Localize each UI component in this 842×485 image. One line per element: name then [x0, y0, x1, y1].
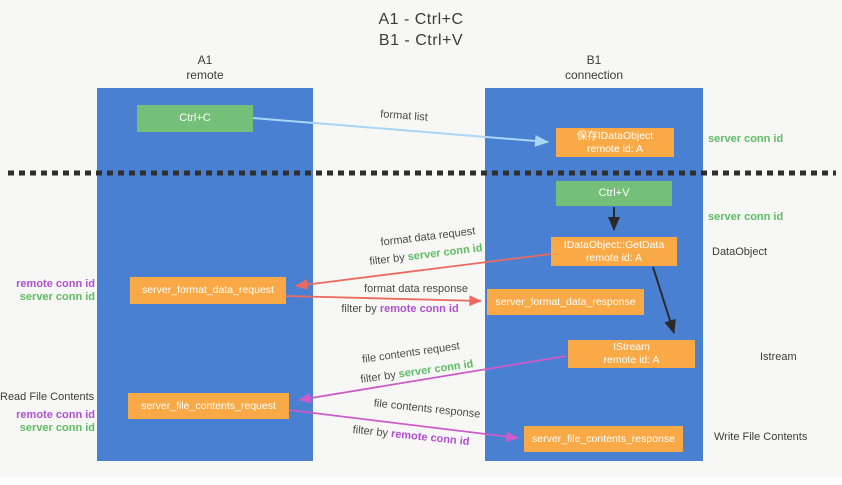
node-server-format-data-request: server_format_data_request	[130, 277, 286, 304]
node-server-file-contents-response-label: server_file_contents_response	[531, 432, 675, 445]
node-idataobject-getdata-line2: remote id: A	[585, 251, 643, 264]
title-line-2: B1 - Ctrl+V	[378, 32, 464, 49]
side-label-read-file-contents: Read File Contents	[0, 391, 95, 403]
remote-conn-id-label: remote conn id	[16, 278, 95, 290]
column-a1-title: A1	[197, 53, 213, 67]
node-save-idataobject-line2: remote id: A	[586, 142, 644, 155]
server-conn-id-text: server conn id	[407, 242, 484, 264]
node-server-file-contents-response: server_file_contents_response	[524, 426, 683, 452]
node-ctrl-c: Ctrl+C	[137, 105, 253, 132]
node-server-file-contents-request-label: server_file_contents_request	[141, 399, 276, 412]
diagram-title: A1 - Ctrl+C B1 - Ctrl+V	[0, 9, 842, 51]
format-data-response-arrow	[285, 295, 482, 307]
edge-label-format-data-response: format data response	[364, 283, 468, 295]
node-server-format-data-response: server_format_data_response	[487, 289, 644, 315]
filter-by-text: filter by	[341, 303, 377, 315]
node-ctrl-v: Ctrl+V	[556, 181, 672, 206]
node-server-file-contents-request: server_file_contents_request	[128, 393, 289, 419]
side-label-write-file-contents: Write File Contents	[714, 431, 808, 443]
side-label-istream: Istream	[760, 351, 797, 363]
server-conn-id-label: server conn id	[19, 291, 95, 303]
edge-label-file-contents-response: file contents response	[373, 397, 481, 421]
bottom-strip	[0, 477, 842, 485]
side-label-server-conn-id-mid: server conn id	[708, 211, 784, 223]
column-b1-subtitle: connection	[564, 68, 624, 82]
filter-by-text: filter by	[359, 369, 397, 386]
filter-by-text: filter by	[368, 251, 406, 268]
server-conn-id-label: server conn id	[19, 422, 95, 434]
column-b1-title: B1	[586, 53, 602, 67]
left-conn-id-pair-file: remote conn id server conn id	[0, 409, 95, 435]
node-ctrl-v-label: Ctrl+V	[598, 187, 630, 199]
side-label-dataobject: DataObject	[712, 246, 768, 258]
node-istream-line1: IStream	[613, 341, 650, 353]
server-conn-id-text: server conn id	[397, 358, 475, 381]
remote-conn-id-text: remote conn id	[390, 427, 471, 449]
left-conn-id-pair-format: remote conn id server conn id	[0, 278, 95, 304]
edge-label-filter-file-response: filter by remote conn id	[341, 423, 482, 451]
node-save-idataobject-line1: 保存IDataObject	[576, 129, 654, 142]
node-save-idataobject: 保存IDataObject remote id: A	[556, 128, 674, 157]
column-b1-header: B1 connection	[485, 53, 703, 83]
column-a1-subtitle: remote	[186, 68, 224, 82]
edge-label-filter-format-response: filter by remote conn id	[330, 303, 470, 316]
node-server-format-data-request-label: server_format_data_request	[142, 284, 274, 296]
side-label-server-conn-id-top: server conn id	[708, 133, 784, 145]
node-istream: IStream remote id: A	[568, 340, 695, 368]
filter-by-text: filter by	[352, 423, 389, 440]
column-a1-header: A1 remote	[97, 53, 313, 83]
remote-conn-id-text: remote conn id	[379, 303, 459, 315]
node-idataobject-getdata: IDataObject::GetData remote id: A	[551, 237, 677, 266]
node-server-format-data-response-label: server_format_data_response	[495, 295, 636, 308]
node-idataobject-getdata-line1: IDataObject::GetData	[563, 238, 665, 251]
remote-conn-id-label: remote conn id	[16, 409, 95, 421]
node-istream-line2: remote id: A	[603, 354, 660, 366]
title-line-1: A1 - Ctrl+C	[378, 11, 464, 28]
edge-label-format-list: format list	[379, 108, 429, 124]
node-ctrl-c-label: Ctrl+C	[179, 112, 211, 124]
